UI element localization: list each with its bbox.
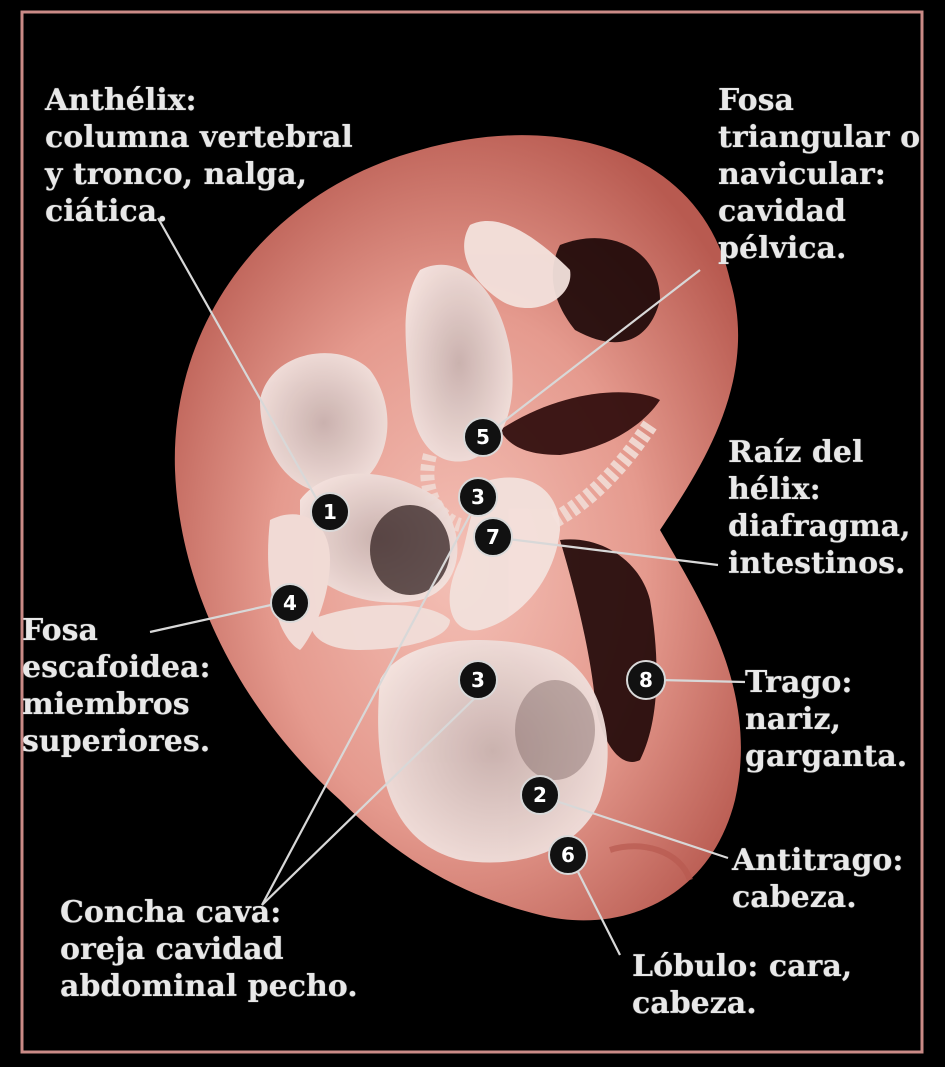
fossa-shadow: [552, 238, 660, 343]
leader-concha-2: [261, 694, 479, 906]
triangular-shadow: [500, 392, 660, 455]
svg-text:5: 5: [476, 425, 490, 449]
leader-antitrago: [552, 798, 729, 860]
svg-text:3: 3: [471, 668, 485, 692]
leader-lines: [149, 217, 746, 956]
umbilical-cord: [420, 453, 463, 532]
svg-text:8: 8: [639, 668, 653, 692]
label-antihelix: Anthélix: columna vertebral y tronco, na…: [45, 83, 353, 229]
svg-text:7: 7: [486, 525, 500, 549]
concha-shadow: [560, 539, 657, 762]
lobule-fold: [609, 843, 693, 882]
marker-6: 6: [548, 835, 588, 875]
frame-border: [20, 10, 924, 1054]
label-fosa-escafoidea: Fosa escafoidea: miembros superiores.: [22, 613, 211, 759]
marker-7: 7: [473, 517, 513, 557]
marker-3-upper: 3: [458, 477, 498, 517]
marker-8: 8: [626, 660, 666, 700]
leader-concha-1: [261, 514, 471, 906]
svg-text:1: 1: [323, 500, 337, 524]
label-trago: Trago: nariz, garganta.: [745, 665, 908, 774]
leader-raiz-helix: [499, 536, 719, 567]
label-lobulo: Lóbulo: cara, cabeza.: [632, 949, 853, 1021]
marker-3-lower: 3: [458, 660, 498, 700]
svg-text:3: 3: [471, 485, 485, 509]
helix-root: [550, 420, 657, 527]
label-raiz-helix: Raíz del hélix: diafragma, intestinos.: [728, 435, 911, 581]
leader-fosa-escafoidea: [149, 601, 281, 634]
svg-text:2: 2: [533, 783, 547, 807]
leader-antihelix: [157, 217, 321, 506]
svg-text:6: 6: [561, 843, 575, 867]
marker-2: 2: [520, 775, 560, 815]
label-antitrago: Antitrago: cabeza.: [732, 843, 904, 915]
marker-5: 5: [463, 417, 503, 457]
label-fosa-triangular: Fosa triangular o navicular: cavidad pél…: [718, 83, 921, 266]
leader-lobulo: [571, 859, 621, 956]
leader-trago: [659, 678, 746, 684]
svg-text:4: 4: [283, 591, 297, 615]
leader-fosa-triangular: [489, 269, 701, 433]
marker-1: 1: [310, 492, 350, 532]
label-concha-cava: Concha cava: oreja cavidad abdominal pec…: [60, 895, 358, 1004]
marker-4: 4: [270, 583, 310, 623]
